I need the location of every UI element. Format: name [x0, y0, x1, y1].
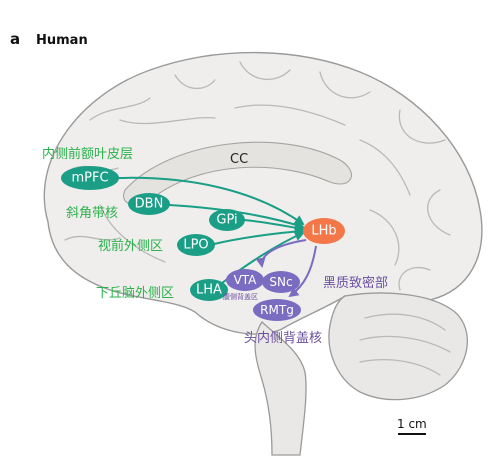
gyri-lines: [64, 61, 451, 376]
arrow-dbn-to-lhb: [168, 204, 305, 230]
output-projections: [255, 239, 317, 298]
node-lpo: LPO: [177, 234, 215, 256]
panel-title: Human: [36, 33, 88, 48]
label-snc-cn: 黑质致密部: [323, 275, 388, 291]
node-dbn: DBN: [128, 193, 170, 215]
node-lhb-label: LHb: [311, 224, 336, 239]
node-lpo-label: LPO: [183, 238, 208, 253]
node-gpi-label: GPi: [216, 213, 237, 228]
arrow-lhb-to-rmtg: [288, 245, 317, 298]
brainstem-outline: [254, 321, 307, 456]
scale-bar-label: 1 cm: [397, 417, 427, 431]
node-vta: VTA: [226, 269, 264, 291]
node-rmtg: RMTg: [253, 299, 301, 321]
label-lha-cn: 下丘脑外侧区: [96, 286, 174, 301]
cc-label: CC: [230, 152, 248, 167]
node-vta-label: VTA: [234, 273, 258, 287]
panel-letter: a: [10, 30, 20, 48]
node-lhb: LHb: [303, 218, 345, 244]
label-rmtg-cn: 头内侧背盖核: [244, 330, 322, 346]
node-rmtg-label: RMTg: [260, 303, 294, 317]
node-gpi: GPi: [209, 209, 245, 231]
node-dbn-label: DBN: [135, 197, 164, 212]
node-lha: LHA: [190, 279, 228, 301]
label-lpo-cn: 视前外侧区: [98, 238, 163, 254]
arrow-lhb-to-vta-snc: [255, 239, 307, 268]
brain-illustration: [43, 51, 483, 456]
label-vta-cn: 腹侧背盖区: [223, 292, 258, 301]
node-mpfc-label: mPFC: [71, 171, 108, 186]
scale-bar: 1 cm: [397, 417, 427, 435]
label-mpfc-cn: 内侧前额叶皮层: [42, 146, 133, 162]
arrow-mpfc-to-lhb: [117, 176, 305, 226]
cerebellum-outline: [328, 292, 468, 401]
label-dbn-cn: 斜角带核: [66, 206, 118, 221]
node-snc-label: SNc: [269, 275, 292, 289]
node-mpfc: mPFC: [61, 166, 119, 190]
node-lha-label: LHA: [196, 283, 222, 298]
node-snc: SNc: [262, 271, 300, 293]
